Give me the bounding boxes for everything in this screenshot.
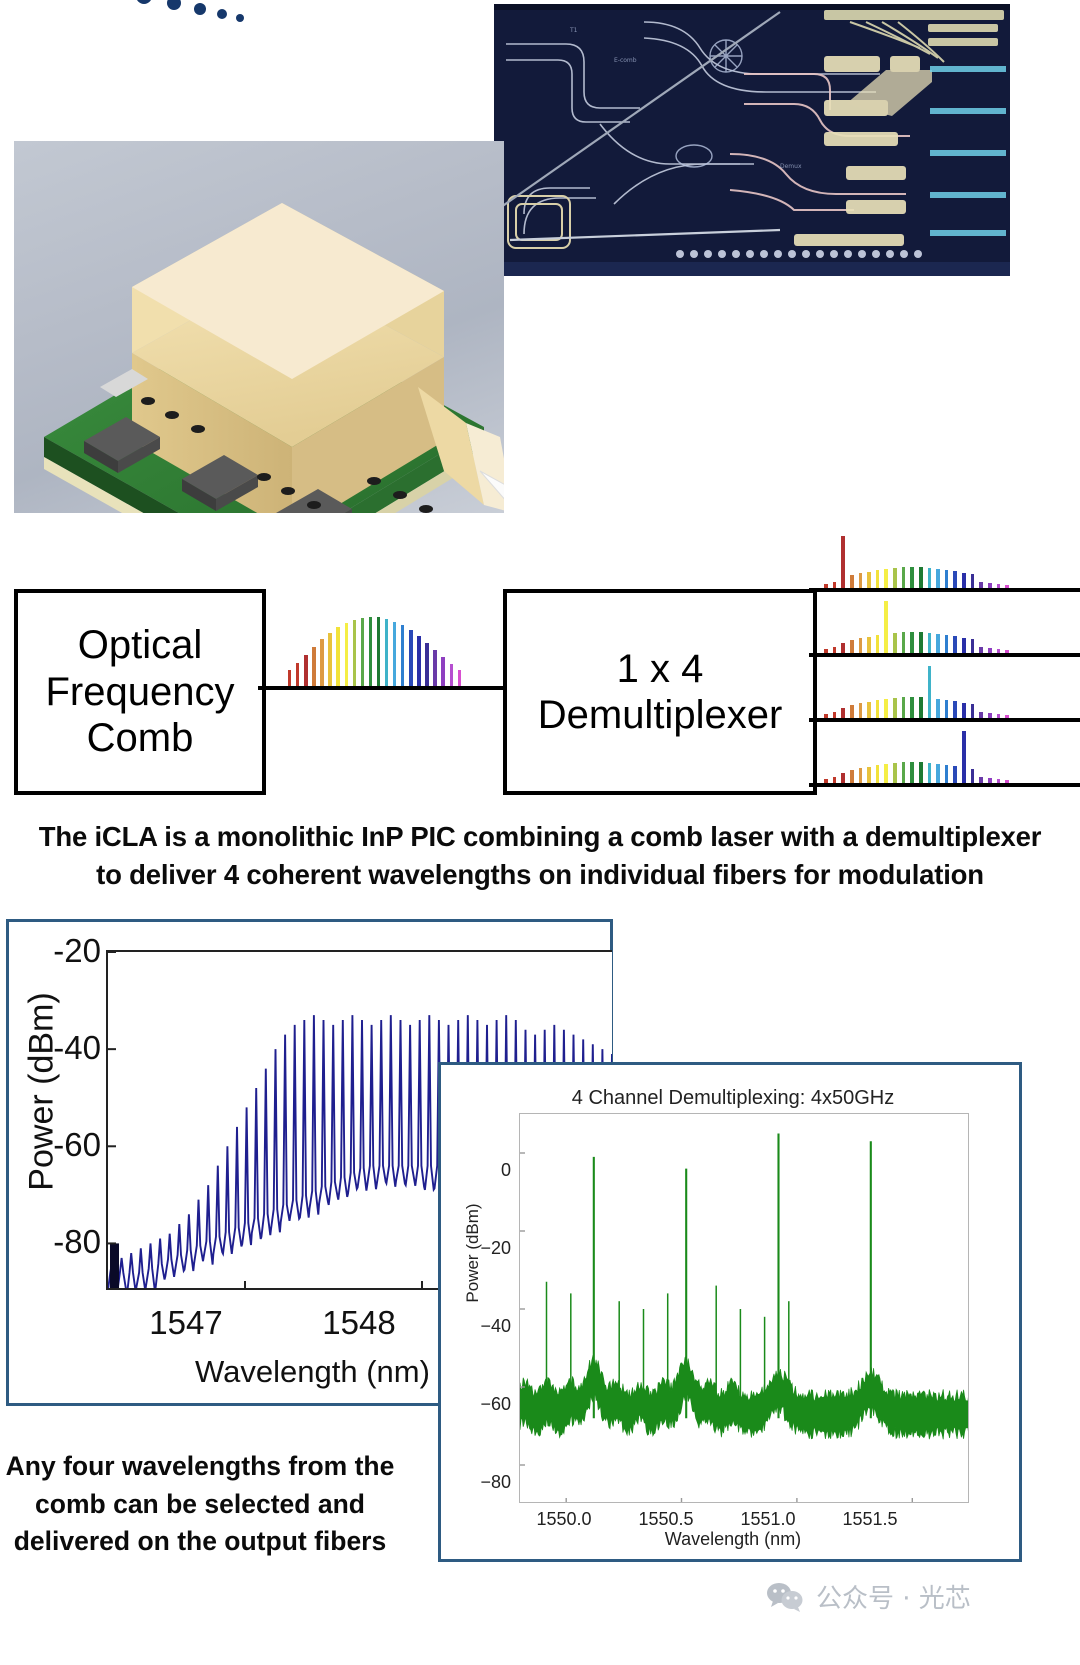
output-spectrum-icon-2 <box>824 601 1014 653</box>
output-spectrum-icon-3 <box>824 666 1014 718</box>
output-wire-3 <box>809 718 1080 722</box>
output-wire-1 <box>809 588 1080 592</box>
output-wire-4 <box>809 783 1080 787</box>
inset-plot-area <box>519 1113 969 1503</box>
wechat-watermark: 公众号 · 光芯 <box>766 1578 971 1615</box>
inset-x-tick-0: 1550.0 <box>519 1509 609 1530</box>
main-y-tick-0: -20 <box>9 932 101 970</box>
comb-spectrum-icon <box>288 614 466 686</box>
watermark-text: 公众号 · 光芯 <box>816 1578 971 1615</box>
inset-title: 4 Channel Demultiplexing: 4x50GHz <box>441 1087 1025 1110</box>
inset-x-axis-label: Wavelength (nm) <box>441 1529 1025 1550</box>
inset-y-tick-0: 0 <box>451 1160 511 1181</box>
inset-y-tick-2: −40 <box>451 1316 511 1337</box>
output-spectrum-icon-1 <box>824 536 1014 588</box>
bottom-note: Any four wavelengths from the comb can b… <box>0 1448 400 1561</box>
inset-y-tick-1: −20 <box>451 1238 511 1259</box>
figure-caption: The iCLA is a monolithic InP PIC combini… <box>0 818 1080 894</box>
main-y-tick-3: -80 <box>9 1223 101 1261</box>
main-y-axis-label: Power (dBm) <box>23 967 62 1217</box>
main-y-tick-1: -40 <box>9 1029 101 1067</box>
main-y-tick-2: -60 <box>9 1126 101 1164</box>
wechat-icon <box>766 1582 804 1612</box>
comb-block-label: Optical Frequency Comb <box>46 622 235 761</box>
caption-line-2: to deliver 4 coherent wavelengths on ind… <box>0 856 1080 894</box>
demultiplexer-block: 1 x 4 Demultiplexer <box>503 589 817 795</box>
inset-y-tick-3: −60 <box>451 1394 511 1415</box>
inset-x-tick-3: 1551.5 <box>825 1509 915 1530</box>
output-wire-2 <box>809 653 1080 657</box>
inset-x-tick-2: 1551.0 <box>723 1509 813 1530</box>
icla-module-render <box>14 141 504 513</box>
inset-x-tick-1: 1550.5 <box>621 1509 711 1530</box>
caption-line-1: The iCLA is a monolithic InP PIC combini… <box>0 818 1080 856</box>
demux-spectrum-figure: 4 Channel Demultiplexing: 4x50GHz Power … <box>438 1062 1022 1562</box>
optical-frequency-comb-block: Optical Frequency Comb <box>14 589 266 795</box>
output-spectrum-icon-4 <box>824 731 1014 783</box>
main-x-tick-1: 1548 <box>299 1304 419 1342</box>
main-x-tick-0: 1547 <box>126 1304 246 1342</box>
demux-block-label: 1 x 4 Demultiplexer <box>538 646 783 739</box>
comb-to-demux-wire <box>258 686 505 690</box>
inset-y-tick-4: −80 <box>451 1472 511 1493</box>
decorative-dots <box>100 0 260 26</box>
